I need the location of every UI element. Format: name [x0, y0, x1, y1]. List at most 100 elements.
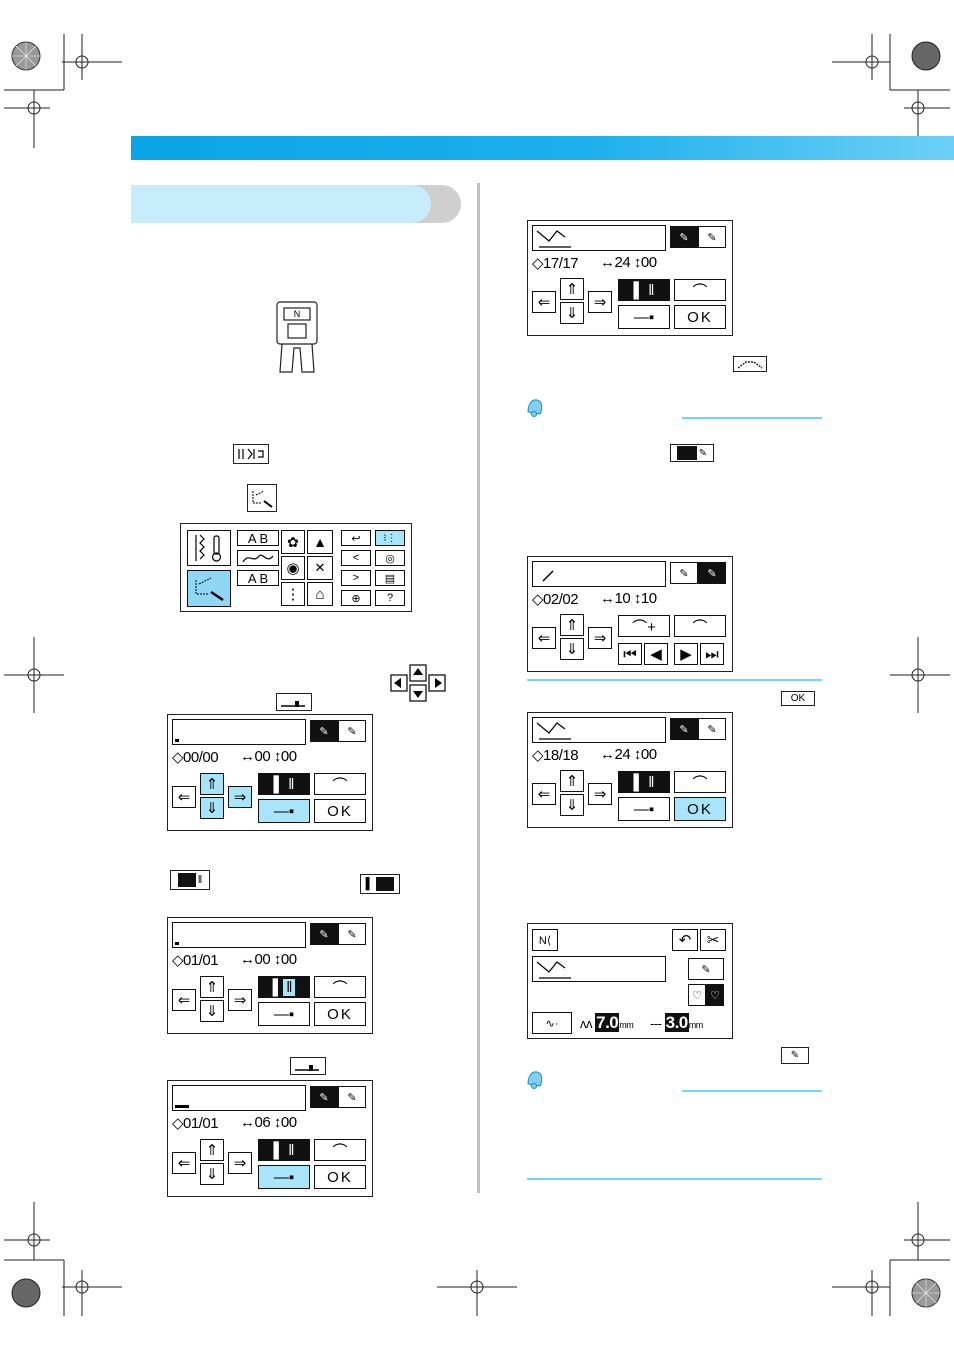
insert-point-button[interactable]: ⌒ [314, 976, 366, 998]
presser-foot-n-icon: N [276, 301, 318, 373]
back-button[interactable]: ↩ [341, 530, 371, 546]
test-mode-button[interactable]: ✎ [698, 226, 726, 248]
ok-button[interactable]: OK [674, 797, 726, 821]
straight-stitch-button[interactable]: ⋮ [281, 582, 305, 606]
edit-mode-button[interactable]: ✎ [670, 718, 698, 740]
prev-point-button[interactable]: ◀ [644, 643, 668, 665]
down-arrow-button[interactable]: ⇓ [200, 797, 224, 819]
left-arrow-button[interactable]: ⇐ [532, 783, 556, 805]
stitch-preview-field [172, 1085, 306, 1111]
thick-stitch-button[interactable]: ▌ ‖ [618, 279, 670, 301]
set-point-button[interactable]: —▪ [618, 305, 670, 329]
up-arrow-button[interactable]: ⇑ [560, 614, 584, 636]
reverse-button[interactable]: ↶ [672, 929, 698, 951]
mirror-button[interactable]: ♡ [688, 984, 706, 1006]
ok-button[interactable]: OK [674, 305, 726, 329]
set-point-button[interactable]: —▪ [258, 1002, 310, 1026]
up-arrow-button[interactable]: ⇑ [560, 278, 584, 300]
test-mode-button[interactable]: ✎ [698, 562, 726, 584]
set-point-button[interactable]: —▪ [258, 1165, 310, 1189]
decorative-stitch-button[interactable]: ✿ [281, 530, 305, 554]
next-point-button[interactable]: ▶ [674, 643, 698, 665]
first-point-button[interactable]: ⏮ [618, 643, 642, 665]
set-point-button[interactable]: —▪ [258, 799, 310, 823]
stitch-edit-screen-3: ✎ ✎ ◇01/01 ↔06 ↕00 ⇐ ⇑ ⇓ ⇒ ▌ ‖ ⌒ —▪ OK [167, 1080, 373, 1197]
test-mode-button[interactable]: ✎ [338, 923, 366, 945]
next-page-button[interactable]: > [341, 570, 371, 586]
down-arrow-button[interactable]: ⇓ [560, 638, 584, 660]
left-arrow-button[interactable]: ⇐ [172, 1152, 196, 1174]
right-arrow-button[interactable]: ⇒ [588, 291, 612, 313]
character-stitch-button[interactable]: A B [237, 530, 279, 546]
thick-stitch-button[interactable]: ▌ ‖ [618, 771, 670, 793]
point-counter: ◇18/18 [532, 747, 579, 764]
down-arrow-button[interactable]: ⇓ [200, 1000, 224, 1022]
quilting-stitch-button[interactable]: ⌂ [307, 582, 333, 606]
up-arrow-button[interactable]: ⇑ [200, 1139, 224, 1161]
single-stitch-point-icon [276, 693, 312, 711]
set-point-button[interactable]: —▪ [618, 797, 670, 821]
stitch-edit-screen-r1: ✎ ✎ ◇17/17 ↔24 ↕00 ⇐ ⇑ ⇓ ⇒ ▌ ‖ ⌒ —▪ OK [527, 220, 733, 336]
test-mode-button[interactable]: ✎ [338, 1086, 366, 1108]
ok-button[interactable]: OK [314, 1165, 366, 1189]
edit-stitch-button[interactable]: ✎ [688, 958, 724, 980]
insert-point-button[interactable]: ⌒ [674, 279, 726, 301]
stitch-setting-button[interactable]: ∿· [532, 1012, 572, 1034]
insert-point-button[interactable]: ⌒ [674, 771, 726, 793]
up-arrow-button[interactable]: ⇑ [200, 976, 224, 998]
thick-stitch-button[interactable]: ▌ ‖ [258, 976, 310, 998]
size-readout: ↔24 ↕00 [600, 746, 657, 763]
down-arrow-button[interactable]: ⇓ [560, 302, 584, 324]
utility-mode-button[interactable]: ⁝⋮ [375, 530, 405, 546]
left-arrow-button[interactable]: ⇐ [532, 291, 556, 313]
down-arrow-button[interactable]: ⇓ [200, 1163, 224, 1185]
size-readout: ↔00 ↕00 [240, 748, 297, 765]
edit-mode-button[interactable]: ✎ [310, 1086, 338, 1108]
edit-mode-button[interactable]: ✎ [670, 562, 698, 584]
ok-button[interactable]: OK [314, 1002, 366, 1026]
last-point-button[interactable]: ⏭ [700, 643, 724, 665]
add-point-button[interactable]: ⌒+ [618, 615, 670, 637]
right-arrow-button[interactable]: ⇒ [228, 1152, 252, 1174]
test-mode-button[interactable]: ✎ [698, 718, 726, 740]
note-end-rule [527, 1178, 822, 1180]
ok-button[interactable]: OK [314, 799, 366, 823]
my-custom-stitch-button[interactable] [187, 570, 231, 607]
edit-mode-button[interactable]: ✎ [670, 226, 698, 248]
memory-button[interactable]: ▤ [375, 570, 405, 586]
thick-stitch-button[interactable]: ▌ ‖ [258, 773, 310, 795]
cross-stitch-button[interactable]: ✕ [307, 556, 333, 580]
test-mode-button[interactable]: ✎ [338, 720, 366, 742]
utility-stitch-button[interactable] [187, 530, 231, 566]
size-readout: ↔00 ↕00 [240, 951, 297, 968]
insert-point-button[interactable]: ⌒ [314, 773, 366, 795]
help-button[interactable]: ? [375, 590, 405, 606]
thread-button[interactable]: ◎ [375, 550, 405, 566]
button-hole-button[interactable]: ◉ [281, 556, 305, 580]
length-readout: --- 3.0mm [650, 1013, 703, 1032]
delete-point-button[interactable]: ⌒ [674, 615, 726, 637]
outline-character-button[interactable]: A B [237, 570, 279, 586]
mirror-double-button[interactable]: ♡ [706, 984, 724, 1006]
left-arrow-button[interactable]: ⇐ [532, 627, 556, 649]
prev-page-button[interactable]: < [341, 550, 371, 566]
down-arrow-button[interactable]: ⇓ [560, 794, 584, 816]
right-arrow-button[interactable]: ⇒ [228, 989, 252, 1011]
right-arrow-button[interactable]: ⇒ [228, 786, 252, 808]
left-arrow-button[interactable]: ⇐ [172, 786, 196, 808]
right-arrow-button[interactable]: ⇒ [588, 627, 612, 649]
left-arrow-button[interactable]: ⇐ [172, 989, 196, 1011]
thread-cut-button[interactable]: ✂ [700, 929, 726, 951]
script-stitch-button[interactable] [237, 550, 279, 566]
edit-mode-button[interactable]: ✎ [310, 923, 338, 945]
satin-stitch-button[interactable]: ▲ [307, 530, 333, 554]
up-arrow-button[interactable]: ⇑ [560, 770, 584, 792]
thick-stitch-button[interactable]: ▌ ‖ [258, 1139, 310, 1161]
note-end-rule [527, 679, 822, 681]
edit-mode-button[interactable]: ✎ [310, 720, 338, 742]
sewing-key-button[interactable]: ⊕ [341, 590, 371, 606]
bell-note-icon [527, 399, 543, 417]
right-arrow-button[interactable]: ⇒ [588, 783, 612, 805]
insert-point-button[interactable]: ⌒ [314, 1139, 366, 1161]
up-arrow-button[interactable]: ⇑ [200, 773, 224, 795]
